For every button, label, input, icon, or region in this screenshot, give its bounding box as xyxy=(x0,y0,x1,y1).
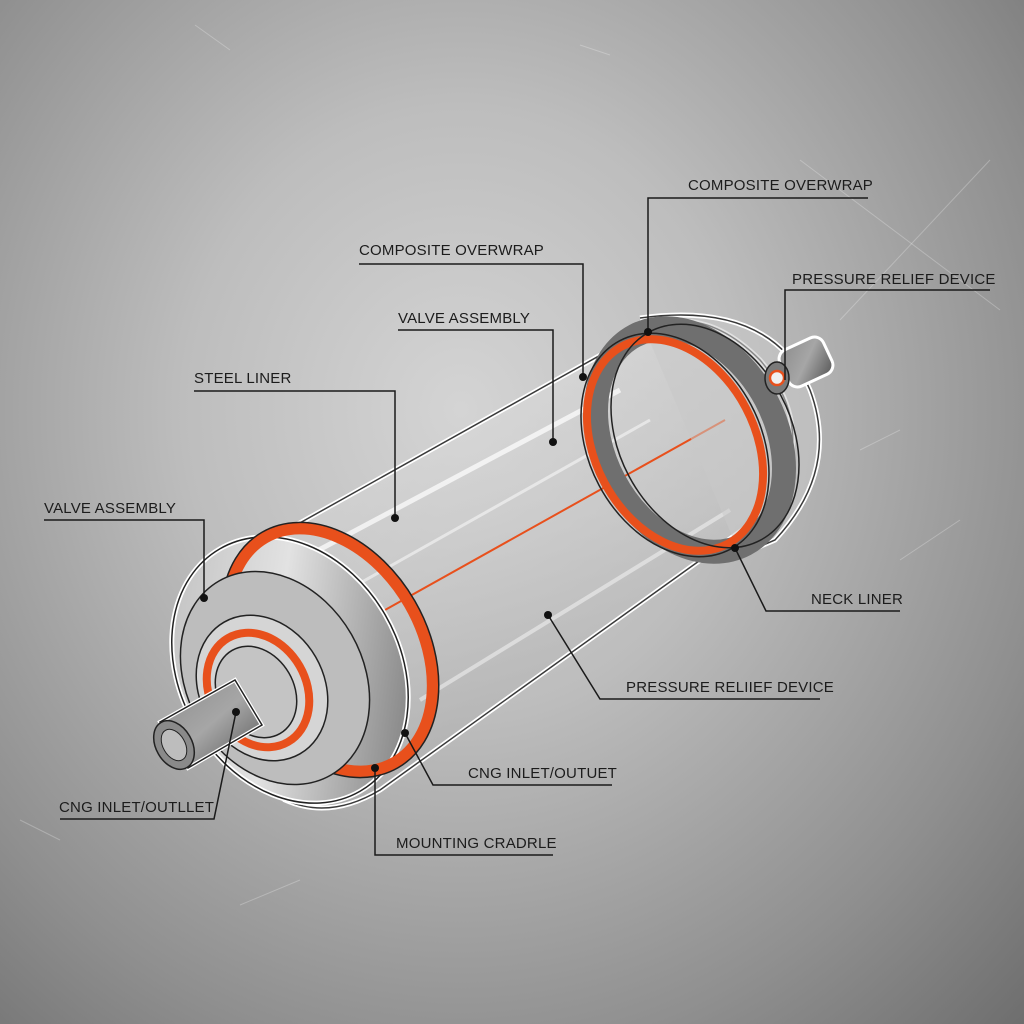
leader-lines xyxy=(44,197,990,856)
label-composite-overwrap-center: COMPOSITE OVERWRAP xyxy=(359,242,545,259)
label-cng-inlet-outlet-right: CNG INLET/OUTUET xyxy=(468,765,618,782)
inlet-outlet-pipe xyxy=(152,677,265,771)
leader-dots xyxy=(200,328,739,772)
label-cng-inlet-outlet-left: CNG INLET/OUTLLET xyxy=(59,799,215,816)
label-steel-liner: STEEL LINER xyxy=(194,370,292,387)
label-neck-liner: NECK LINER xyxy=(811,591,904,608)
label-composite-overwrap-top-right: COMPOSITE OVERWRAP xyxy=(688,177,874,194)
label-pressure-relief-device-top: PRESSURE RELIEF DEVICE xyxy=(792,271,996,288)
label-valve-assembly-center: VALVE ASSEMBLY xyxy=(398,310,531,327)
label-mounting-cradle: MOUNTING CRADRLE xyxy=(396,835,557,852)
pressure-relief-nozzle xyxy=(764,335,835,395)
label-pressure-relief-device-bottom: PRESSURE RELIIEF DEVICE xyxy=(626,679,834,696)
label-valve-assembly-left: VALVE ASSEMBLY xyxy=(44,500,177,517)
background-scratches xyxy=(19,24,1001,906)
